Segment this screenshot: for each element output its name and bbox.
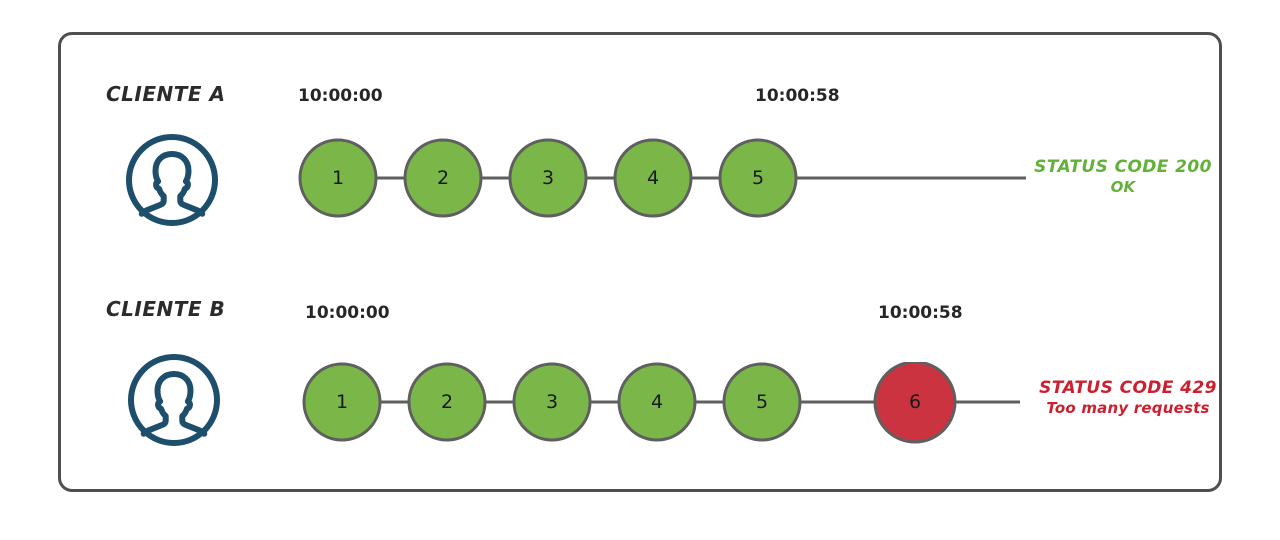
start-timestamp-a: 10:00:00 [298, 86, 383, 106]
status-badge-a: STATUS CODE 200 OK [1028, 157, 1218, 197]
request-chain-b: 1 2 3 4 5 6 [302, 362, 1020, 444]
chain-node-label: 5 [752, 167, 764, 189]
chain-node-label: 3 [542, 167, 554, 189]
chain-node-a-1[interactable]: 1 [298, 138, 378, 218]
end-timestamp-a: 10:00:58 [755, 86, 840, 106]
chain-node-label: 6 [909, 391, 921, 413]
chain-node-label: 2 [437, 167, 449, 189]
chain-node-label: 1 [332, 167, 344, 189]
chain-node-b-4[interactable]: 4 [617, 362, 697, 442]
status-detail-line-b: Too many requests [1046, 399, 1210, 418]
chain-node-b-3[interactable]: 3 [512, 362, 592, 442]
avatar [126, 352, 222, 448]
end-timestamp-b: 10:00:58 [878, 303, 963, 323]
client-label-a: CLIENTE A [106, 82, 226, 106]
chain-node-b-2[interactable]: 2 [407, 362, 487, 442]
status-code-line-b: STATUS CODE 429 [1039, 378, 1217, 398]
status-code-line-a: STATUS CODE 200 [1034, 157, 1212, 177]
chain-node-a-4[interactable]: 4 [613, 138, 693, 218]
chain-node-a-5[interactable]: 5 [718, 138, 798, 218]
chain-node-b-1[interactable]: 1 [302, 362, 382, 442]
chain-node-b-6[interactable]: 6 [873, 362, 957, 444]
chain-node-label: 3 [546, 391, 558, 413]
chain-node-a-2[interactable]: 2 [403, 138, 483, 218]
user-avatar-icon [128, 354, 220, 446]
avatar [124, 132, 220, 228]
request-chain-a: 1 2 3 4 5 [298, 138, 1026, 218]
chain-node-label: 1 [336, 391, 348, 413]
chain-node-label: 2 [441, 391, 453, 413]
chain-node-label: 5 [756, 391, 768, 413]
chain-node-a-3[interactable]: 3 [508, 138, 588, 218]
client-label-b: CLIENTE B [106, 297, 226, 321]
chain-node-b-5[interactable]: 5 [722, 362, 802, 442]
start-timestamp-b: 10:00:00 [305, 303, 390, 323]
user-avatar-icon [126, 134, 218, 226]
status-detail-line-a: OK [1110, 178, 1136, 197]
status-badge-b: STATUS CODE 429 Too many requests [1028, 378, 1228, 418]
chain-node-label: 4 [651, 391, 663, 413]
chain-node-label: 4 [647, 167, 659, 189]
